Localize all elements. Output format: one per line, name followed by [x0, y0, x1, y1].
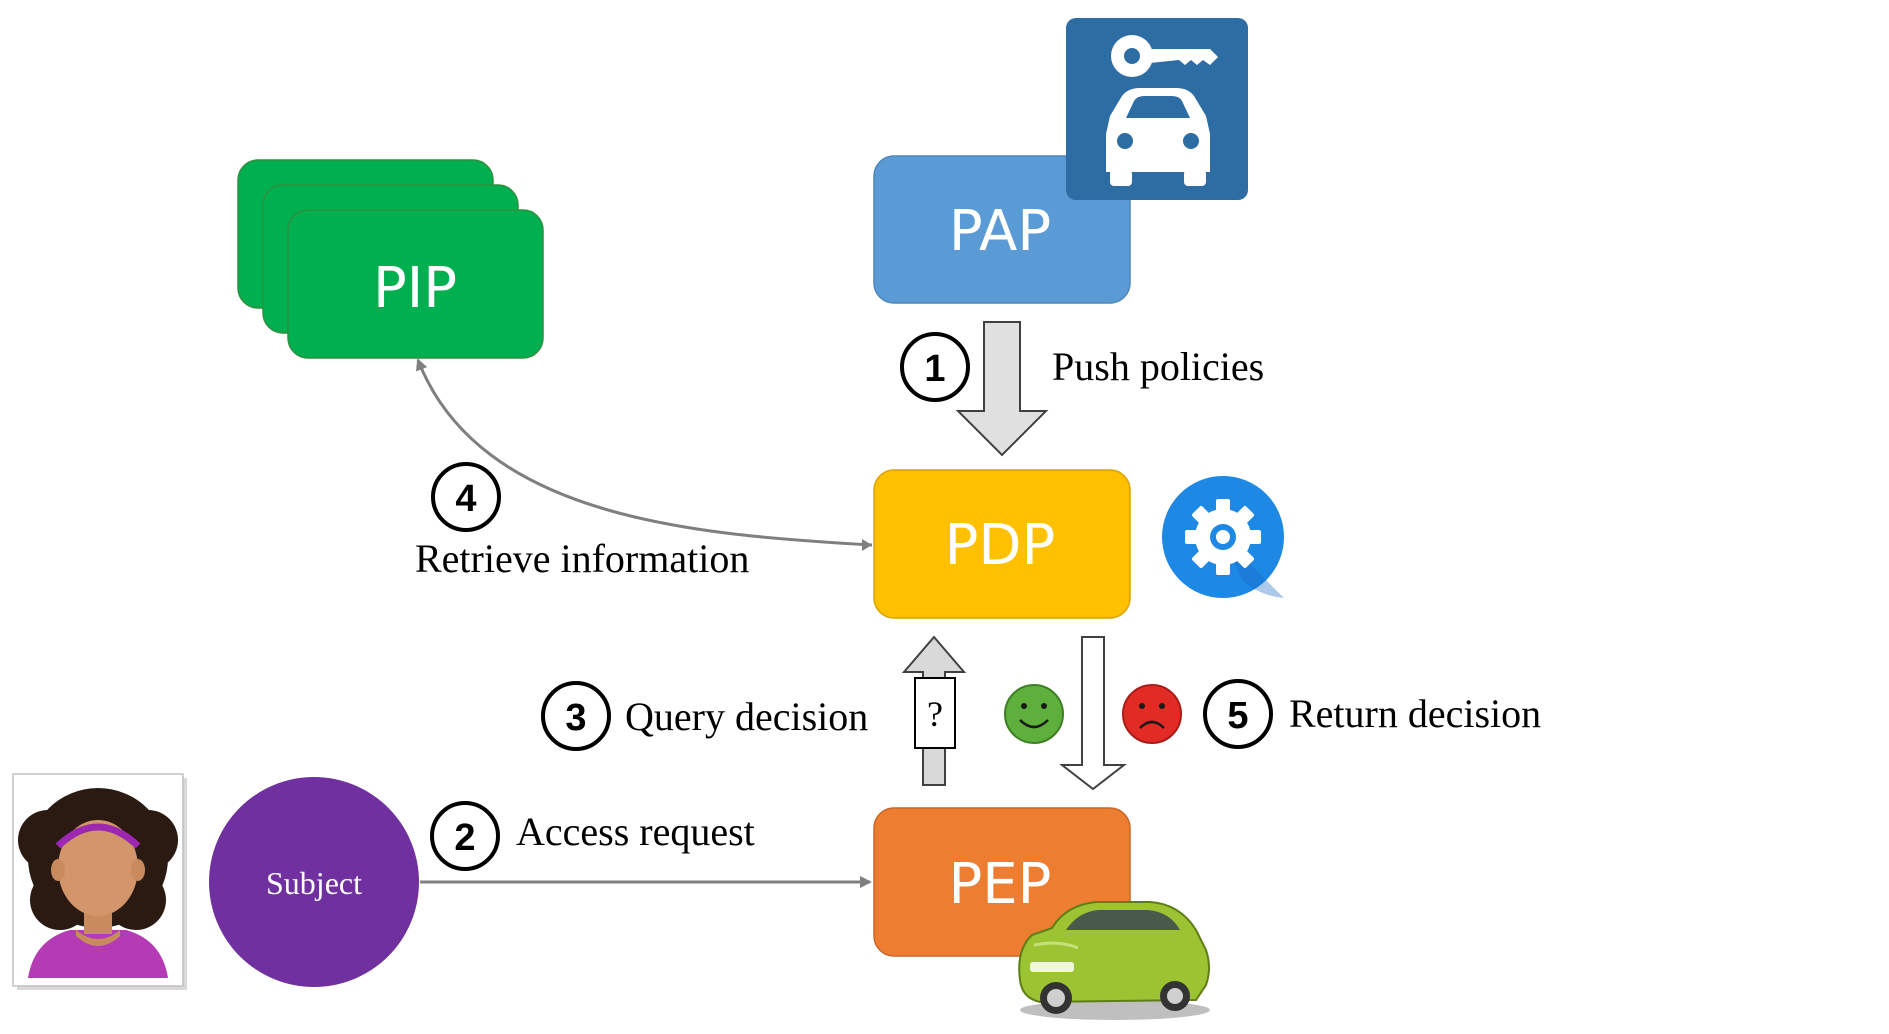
step-1-circle [900, 332, 970, 402]
step-2-label: Access request [516, 809, 755, 854]
pip-card-front [287, 209, 544, 359]
step-5-circle [1203, 679, 1273, 749]
sad-face-icon [1122, 684, 1182, 744]
retrieve-information-arrow [416, 358, 873, 547]
green-car-icon [1018, 901, 1210, 1020]
step-3-circle [541, 681, 611, 751]
step-3-number: 3 [565, 697, 586, 739]
push-policies-arrow [955, 321, 1049, 457]
step-5-label: Return decision [1289, 691, 1541, 736]
step-3-label: Query decision [625, 694, 868, 739]
subject-node: Subject [209, 777, 419, 987]
pep-label: PEP [949, 852, 1052, 917]
step-4-marker: 4 [431, 462, 501, 532]
svg-text:?: ? [927, 694, 943, 734]
pap-label: PAP [949, 199, 1051, 264]
pdp-node: PDP [873, 469, 1131, 619]
step-3-marker: 3 [541, 681, 611, 751]
gear-icon [1162, 476, 1290, 604]
subject-label: Subject [266, 865, 362, 901]
step-1-label: Push policies [1052, 344, 1264, 389]
step-4-number: 4 [455, 478, 476, 520]
pap-node: PAP [873, 155, 1131, 304]
pdp-label: PDP [945, 513, 1056, 578]
step-5-marker: 5 [1203, 679, 1273, 749]
pap-box [873, 155, 1131, 304]
step-2-number: 2 [454, 817, 475, 859]
step-2-circle [430, 801, 500, 871]
retrieve-information-arrowhead-pdp [862, 539, 872, 551]
step-5-number: 5 [1227, 695, 1248, 737]
happy-face-icon [1004, 684, 1064, 744]
car-key-icon [1066, 18, 1248, 200]
return-decision-arrow [1059, 636, 1127, 791]
person-avatar-icon [12, 773, 187, 990]
step-1-marker: 1 [900, 332, 970, 402]
step-4-label: Retrieve information [415, 536, 749, 581]
step-4-circle [431, 462, 501, 532]
pip-label: PIP [373, 256, 457, 321]
pdp-box [873, 469, 1131, 619]
pip-node: PIP [237, 159, 544, 359]
step-1-number: 1 [924, 348, 945, 390]
subject-circle [209, 777, 419, 987]
step-2-marker: 2 [430, 801, 500, 871]
question-mark-icon: ? [914, 677, 956, 749]
